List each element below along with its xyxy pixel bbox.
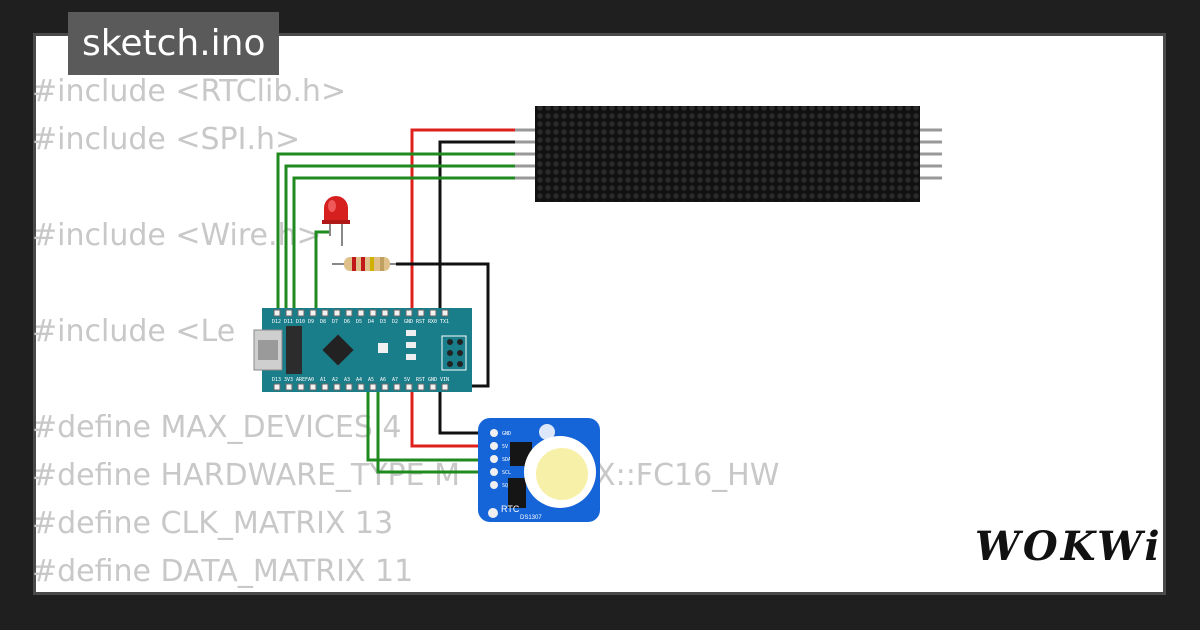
nano-pin-label: D3 (380, 319, 386, 325)
led-matrix[interactable] (513, 106, 942, 202)
nano-pin-label: AREF (296, 377, 308, 383)
code-preview: #include <RTClib.h> #include <SPI.h> #in… (32, 68, 779, 596)
nano-pin-label: D6 (344, 319, 350, 325)
nano-pin-label: A4 (356, 377, 362, 383)
nano-pin-label: A2 (332, 377, 338, 383)
nano-pin-label: D11 (284, 319, 293, 325)
rtc-pin-label: GND (502, 431, 511, 437)
wire-red[interactable] (410, 128, 515, 448)
wire-green-2[interactable] (284, 164, 515, 314)
code-line: #include <SPI.h> (32, 122, 301, 157)
arduino-nano[interactable]: D12 D11 D10 D9 D8 D7 D6 D5 D4 D3 D2 GND … (253, 308, 472, 392)
code-line: #define MAX_DEVICES 4 (32, 410, 402, 445)
rtc-pin-label: SCL (502, 470, 511, 476)
nano-pin-label: D4 (368, 319, 374, 325)
rtc-pin-label: 5V (502, 444, 508, 450)
file-tab[interactable]: sketch.ino (68, 12, 280, 75)
nano-pin-label: A1 (320, 377, 326, 383)
rtc-pin-label: SQW (502, 483, 512, 489)
nano-pin-label: D9 (308, 319, 314, 325)
nano-pin-label: RST (416, 377, 425, 383)
nano-pin-label: A6 (380, 377, 386, 383)
nano-pin-label: GND (404, 319, 413, 325)
nano-pin-label: D2 (392, 319, 398, 325)
nano-pin-label: D5 (356, 319, 362, 325)
nano-pin-label: D10 (296, 319, 305, 325)
nano-pin-label: A0 (308, 377, 314, 383)
nano-pin-label: A5 (368, 377, 374, 383)
wire-green-1[interactable] (276, 152, 515, 314)
rtc-chip-label: DS1307 (520, 515, 542, 521)
nano-pin-label: VIN (440, 377, 449, 383)
code-line: #define DATA_MATRIX 11 (32, 554, 414, 589)
code-line: #include <Wire.h> (32, 218, 322, 253)
wire-led-anode[interactable] (314, 230, 330, 314)
wire-green-sda[interactable] (366, 390, 492, 462)
wokwi-logo[interactable]: WOKWi (975, 523, 1163, 570)
nano-pin-label: D12 (272, 319, 281, 325)
nano-pin-label: D8 (320, 319, 326, 325)
resistor[interactable] (332, 257, 396, 271)
red-led[interactable] (322, 196, 350, 246)
code-line: #include <RTClib.h> (32, 74, 347, 109)
wire-black-resistor[interactable] (396, 262, 490, 388)
wire-black-matrix[interactable] (438, 140, 515, 435)
nano-pin-label: D7 (332, 319, 338, 325)
rtc-pin-label: SDA (502, 457, 511, 463)
nano-pin-label: 3V3 (284, 377, 293, 383)
nano-pin-label: GND (428, 377, 437, 383)
code-line: #define CLK_MATRIX 13 (32, 506, 394, 541)
wire-green-3[interactable] (292, 176, 515, 314)
nano-pin-label: D13 (272, 377, 281, 383)
nano-pin-label: RST (416, 319, 425, 325)
wires (276, 128, 515, 474)
nano-pin-label: RX0 (428, 319, 437, 325)
rtc-module[interactable]: GND 5V SDA SCL SQW RTC DS1307 (478, 418, 600, 522)
nano-pin-label: TX1 (440, 319, 449, 325)
logo-flower-icon (539, 424, 555, 440)
nano-pin-label: A3 (344, 377, 350, 383)
nano-pin-label: A7 (392, 377, 398, 383)
rtc-label: RTC (501, 504, 520, 514)
nano-pin-label: 5V (404, 377, 410, 383)
code-line: #include <Le (32, 314, 236, 349)
mcu-chip (322, 334, 354, 366)
wire-green-scl[interactable] (376, 390, 492, 474)
